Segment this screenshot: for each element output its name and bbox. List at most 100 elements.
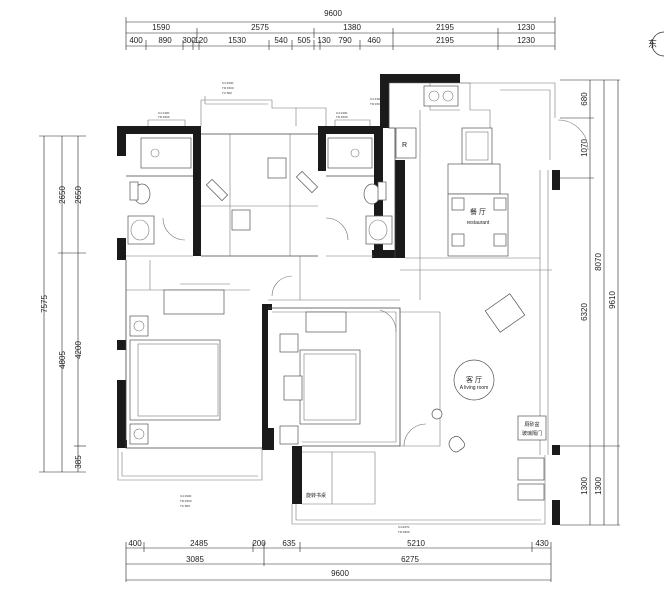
nightstand-left-2 — [129, 423, 149, 445]
desk-chair — [283, 375, 303, 401]
compass-east-label: 东 — [648, 38, 657, 49]
dim-right-mid-2: 1300 — [594, 477, 603, 495]
dim-top-r1-5: 1230 — [517, 23, 535, 32]
dim-bottom-r1-5: 5210 — [407, 539, 425, 548]
furniture: R 餐 厅 restaurant 客 厅 A living room — [127, 85, 589, 501]
left-dimension-chain: 7575 2650 4805 2650 4200 385 — [39, 135, 86, 473]
living-room-cn: 客 厅 — [466, 375, 482, 384]
bathtub-right — [327, 137, 373, 169]
dim-left-inner-2: 4200 — [74, 341, 83, 359]
fridge-label: R — [402, 142, 407, 149]
dim-top-r2-3: 300 — [182, 36, 196, 45]
dim-top-r1-2: 2575 — [251, 23, 269, 32]
nightstand-right-2 — [279, 425, 299, 445]
bed-left — [129, 339, 221, 421]
dim-bottom-r1-1: 400 — [128, 539, 142, 548]
glass-door-box — [517, 415, 547, 441]
dim-top-r2-4: 120 — [194, 36, 208, 45]
dining-room-cn: 餐 厅 — [470, 207, 486, 216]
dim-bottom-r1-2: 2485 — [190, 539, 208, 548]
tag-bottom-left-1: C4:1900 — [180, 494, 192, 498]
bed-right — [299, 349, 361, 425]
dim-bottom-r1-4: 635 — [282, 539, 296, 548]
dim-bottom-r1-6: 430 — [535, 539, 549, 548]
window-tags: C4:1500 TD:1500 TC:500 C4:1300 TD:1500 C… — [158, 81, 410, 534]
balcony-door-label-1: 厕砂盆 — [524, 421, 539, 428]
dim-top-r2-7: 505 — [297, 36, 311, 45]
dim-top-r2-12: 1230 — [517, 36, 535, 45]
dim-top-r1-1: 1590 — [152, 23, 170, 32]
tag-bottom-right-2: TD:1800 — [398, 530, 410, 534]
right-dimension-chain: 680 1070 6320 1300 8070 1300 9610 — [560, 79, 620, 526]
top-dimension-chain: 9600 1590 2575 1380 2195 1230 400 890 30… — [125, 9, 556, 50]
nightstand-left-1 — [129, 315, 149, 337]
tag-left-bath-2: TD:1500 — [158, 115, 170, 119]
dim-right-mid-1: 8070 — [594, 253, 603, 271]
rug-decoration — [448, 436, 465, 453]
bottom-dimension-chain: 400 2485 200 635 5210 430 3085 6275 9600 — [125, 539, 552, 582]
dim-right-inner-3: 6320 — [580, 303, 589, 321]
dim-bottom-overall: 9600 — [331, 569, 349, 578]
study-chair-1 — [267, 157, 287, 179]
dryer — [517, 483, 545, 501]
nightstand-right-1 — [279, 333, 299, 353]
dim-right-inner-1: 680 — [580, 92, 589, 106]
dim-left-mid-2: 4805 — [58, 351, 67, 369]
tag-top-right-2: TD:1500 — [370, 102, 382, 106]
tag-top-left-3: TC:500 — [222, 91, 232, 95]
balcony-door-label-2: 玻璃隔门 — [522, 430, 542, 437]
dim-left-inner-1: 2650 — [74, 186, 83, 204]
tag-top-left-1: C4:1500 — [222, 81, 234, 85]
dim-bottom-r2-1: 3085 — [186, 555, 204, 564]
dim-top-r1-4: 2195 — [436, 23, 454, 32]
floor-lamp — [431, 408, 443, 420]
tag-bottom-left-2: TD:1500 — [180, 499, 192, 503]
rotating-desk-label: 旋转书桌 — [306, 492, 326, 499]
dim-top-r2-2: 890 — [158, 36, 172, 45]
dim-top-r2-9: 790 — [338, 36, 352, 45]
living-room-en: A living room — [460, 385, 489, 391]
sink-left — [127, 215, 155, 245]
dim-bottom-r1-3: 200 — [252, 539, 266, 548]
wardrobe-left — [163, 289, 225, 315]
dim-top-r1-3: 1380 — [343, 23, 361, 32]
toilet-right — [363, 183, 381, 205]
dim-right-inner-2: 1070 — [580, 139, 589, 157]
study-chair-2 — [231, 209, 251, 231]
tag-bottom-left-3: TC:500 — [180, 504, 190, 508]
tag-bottom-right-1: C4:2270 — [398, 525, 410, 529]
tag-top-right-1: C4:1300 — [370, 97, 382, 101]
dim-left-outer: 7575 — [40, 295, 49, 313]
dim-top-r2-8: 130 — [317, 36, 331, 45]
compass: 东 — [648, 31, 664, 57]
sink-right — [365, 215, 393, 245]
washing-machine — [517, 457, 545, 481]
living-room-table — [453, 359, 495, 401]
wardrobe-right — [305, 311, 347, 333]
fridge — [395, 127, 417, 159]
dim-bottom-r2-2: 6275 — [401, 555, 419, 564]
dim-top-r2-6: 540 — [274, 36, 288, 45]
dim-top-r2-1: 400 — [129, 36, 143, 45]
kitchen-sink — [461, 127, 493, 165]
dim-top-r2-11: 2195 — [436, 36, 454, 45]
kitchen-island — [447, 163, 501, 195]
dim-top-r2-10: 460 — [367, 36, 381, 45]
walls — [117, 74, 560, 525]
dining-room-en: restaurant — [467, 220, 490, 226]
tag-right-bath-2: TD:1500 — [336, 115, 348, 119]
dim-top-r2-5: 1530 — [228, 36, 246, 45]
dim-right-inner-4: 1300 — [580, 477, 589, 495]
dim-right-outer: 9610 — [608, 291, 617, 309]
dim-left-mid-1: 2650 — [58, 186, 67, 204]
interior-lines — [117, 82, 556, 525]
armchair — [484, 293, 526, 333]
dim-left-inner-3: 385 — [74, 455, 83, 469]
dim-top-overall: 9600 — [324, 9, 342, 18]
tag-left-bath-1: C4:1300 — [158, 111, 170, 115]
bathtub-left — [140, 137, 192, 169]
tag-top-left-2: TD:1500 — [222, 86, 234, 90]
tag-right-bath-1: C4:1300 — [336, 111, 348, 115]
